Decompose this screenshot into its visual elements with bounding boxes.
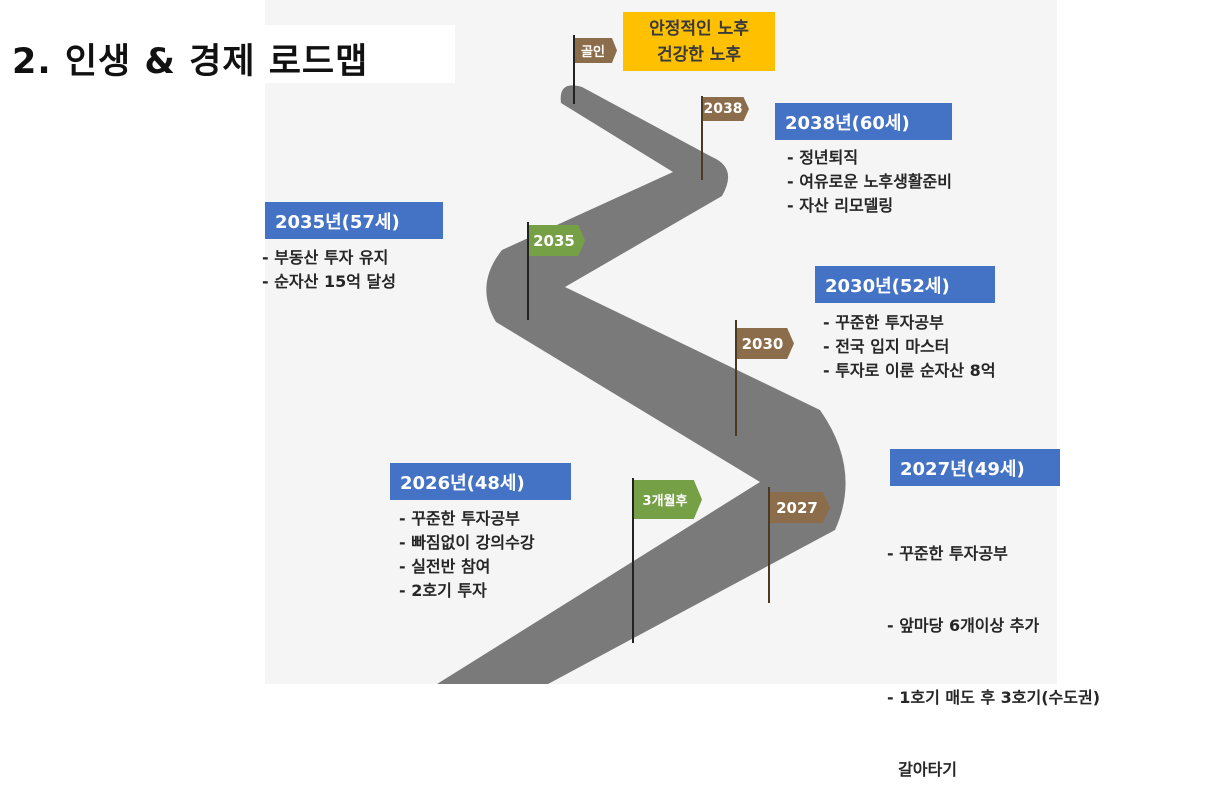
milestone-header-2027: 2027년(49세) bbox=[890, 449, 1060, 486]
milestone-header-2038: 2038년(60세) bbox=[775, 103, 952, 140]
milestone-header-2026: 2026년(48세) bbox=[390, 463, 571, 500]
list-item: - 1호기 매도 후 3호기(수도권) bbox=[887, 688, 1101, 707]
page-title: 2. 인생 & 경제 로드맵 bbox=[12, 42, 369, 82]
flag-pole-2030 bbox=[735, 320, 737, 436]
list-item: - 정년퇴직 bbox=[787, 148, 859, 167]
list-item: - 부동산 투자 유지 bbox=[262, 248, 389, 267]
goal-box: 안정적인 노후 건강한 노후 bbox=[623, 12, 775, 71]
list-item: - 순자산 15억 달성 bbox=[262, 272, 396, 291]
flag-pole-goal bbox=[573, 35, 575, 104]
list-item: - 꾸준한 투자공부 bbox=[887, 544, 1008, 563]
title-box bbox=[0, 25, 455, 83]
list-item: - 앞마당 6개이상 추가 bbox=[887, 616, 1040, 635]
flag-2030: 2030 bbox=[737, 328, 794, 359]
milestone-header-2035: 2035년(57세) bbox=[265, 202, 443, 239]
milestone-list-2026: - 꾸준한 투자공부 - 빠짐없이 강의수강 - 실전반 참여 - 2호기 투자 bbox=[399, 507, 535, 603]
milestone-list-2038: - 정년퇴직 - 여유로운 노후생활준비 - 자산 리모델링 bbox=[787, 146, 952, 218]
flag-pole-2027 bbox=[768, 487, 770, 603]
flag-goal: 골인 bbox=[575, 38, 617, 63]
milestone-list-2035: - 부동산 투자 유지 - 순자산 15억 달성 bbox=[262, 246, 396, 294]
flag-2027: 2027 bbox=[770, 492, 830, 523]
flag-pole-2038 bbox=[701, 96, 703, 180]
list-item: - 꾸준한 투자공부 bbox=[823, 313, 944, 332]
flag-pole-2035 bbox=[527, 222, 529, 320]
milestone-list-2030: - 꾸준한 투자공부 - 전국 입지 마스터 - 투자로 이룬 순자산 8억 bbox=[823, 311, 996, 383]
list-item: - 빠짐없이 강의수강 bbox=[399, 533, 535, 552]
goal-line2: 건강한 노후 bbox=[656, 45, 742, 65]
flag-pole-3months bbox=[632, 478, 634, 643]
flag-3months: 3개월후 bbox=[634, 480, 702, 519]
list-item: - 2호기 투자 bbox=[399, 581, 487, 600]
flag-2035: 2035 bbox=[529, 225, 585, 256]
list-item: - 투자로 이룬 순자산 8억 bbox=[823, 361, 996, 380]
list-item: - 여유로운 노후생활준비 bbox=[787, 172, 952, 191]
milestone-header-2030: 2030년(52세) bbox=[815, 266, 995, 303]
list-item: - 전국 입지 마스터 bbox=[823, 337, 950, 356]
flag-2038: 2038 bbox=[703, 97, 749, 121]
goal-line1: 안정적인 노후 bbox=[649, 19, 749, 39]
list-item: - 실전반 참여 bbox=[399, 557, 491, 576]
list-item: - 자산 리모델링 bbox=[787, 196, 894, 215]
list-item: 갈아타기 bbox=[887, 760, 958, 779]
milestone-list-2027: - 꾸준한 투자공부 - 앞마당 6개이상 추가 - 1호기 매도 후 3호기(… bbox=[887, 494, 1100, 806]
list-item: - 꾸준한 투자공부 bbox=[399, 509, 520, 528]
